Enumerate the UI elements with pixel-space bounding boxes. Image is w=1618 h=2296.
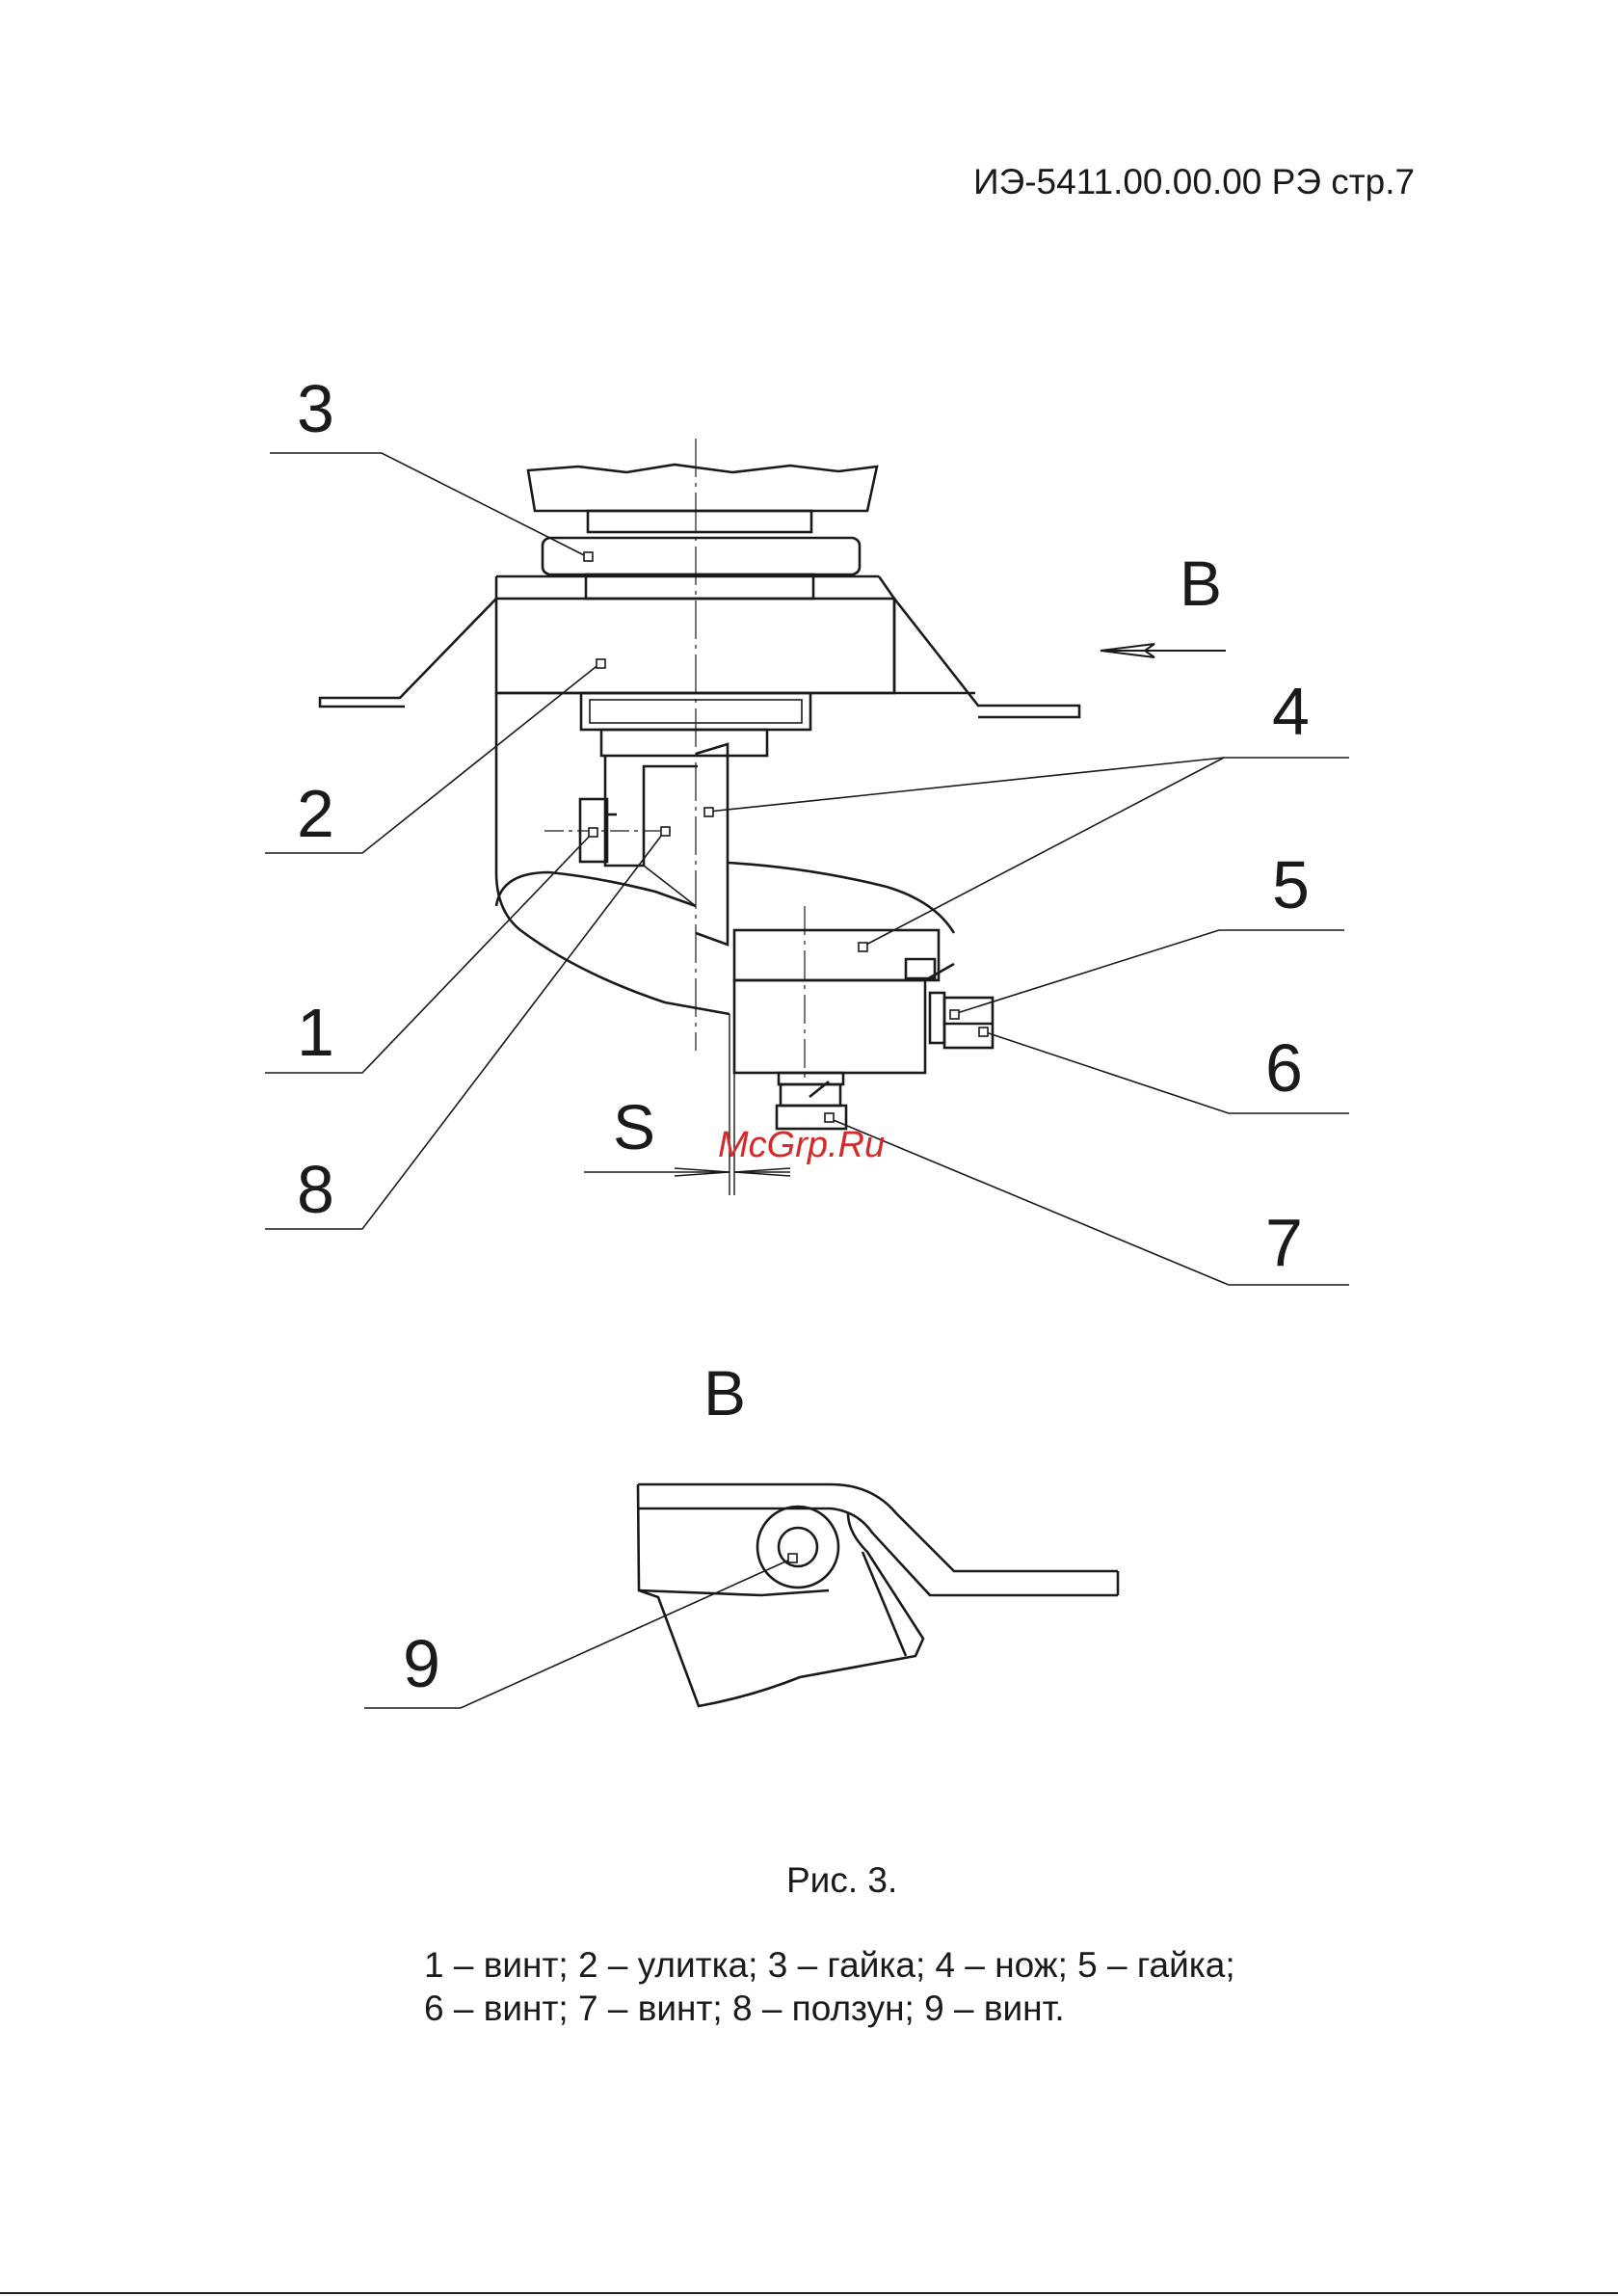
callout-9: 9 bbox=[403, 1626, 440, 1701]
callout-1: 1 bbox=[297, 995, 334, 1070]
snail-right-curve bbox=[728, 863, 954, 933]
page-bottom-rule bbox=[0, 2292, 1618, 2294]
callout-7: 7 bbox=[1265, 1205, 1303, 1280]
top-collar bbox=[588, 511, 811, 532]
right-flange bbox=[894, 599, 1079, 717]
section-blade-edge bbox=[862, 1552, 906, 1656]
legend-line-2: 6 – винт; 7 – винт; 8 – ползун; 9 – винт… bbox=[424, 1987, 1235, 2030]
holder-top bbox=[734, 930, 939, 980]
mid-collar bbox=[586, 574, 813, 599]
slider-link bbox=[644, 866, 696, 906]
marker-4a bbox=[704, 808, 713, 816]
marker-3 bbox=[584, 552, 593, 561]
leader-4b bbox=[862, 758, 1224, 947]
section-plate-bottom bbox=[638, 1508, 1118, 1595]
gap-label-s: S bbox=[613, 1091, 655, 1162]
legend-line-1: 1 – винт; 2 – улитка; 3 – гайка; 4 – нож… bbox=[424, 1943, 1235, 1987]
view-label-b: В bbox=[1180, 547, 1222, 619]
leader-5 bbox=[954, 930, 1344, 1014]
figure-caption: Рис. 3. bbox=[786, 1860, 897, 1901]
screw-9-inner bbox=[779, 1528, 817, 1566]
callout-5: 5 bbox=[1272, 847, 1310, 922]
marker-7 bbox=[825, 1113, 834, 1122]
callout-4: 4 bbox=[1272, 674, 1310, 749]
marker-2 bbox=[597, 659, 605, 668]
top-housing bbox=[528, 465, 877, 511]
shaft-collar bbox=[601, 730, 767, 756]
section-lower-edge bbox=[639, 1590, 829, 1595]
knife-4 bbox=[696, 744, 728, 945]
holder-step bbox=[906, 959, 935, 978]
marker-6 bbox=[979, 1028, 988, 1036]
figure-legend: 1 – винт; 2 – улитка; 3 – гайка; 4 – нож… bbox=[424, 1943, 1235, 2030]
section-plate-top bbox=[638, 1484, 1118, 1571]
screw-9-outer bbox=[757, 1507, 838, 1588]
marker-5 bbox=[950, 1010, 959, 1019]
callout-6: 6 bbox=[1265, 1030, 1303, 1106]
section-label-b: В bbox=[703, 1357, 746, 1428]
marker-9 bbox=[788, 1554, 797, 1562]
callout-3: 3 bbox=[297, 371, 334, 446]
marker-1 bbox=[589, 828, 597, 837]
nut-5-washer bbox=[930, 993, 944, 1043]
callout-2: 2 bbox=[297, 776, 334, 851]
marker-4b bbox=[859, 943, 867, 951]
marker-8 bbox=[661, 827, 670, 836]
left-flange bbox=[320, 599, 496, 707]
callout-8: 8 bbox=[297, 1152, 334, 1227]
screw-7-washer bbox=[779, 1073, 843, 1084]
holder-body bbox=[734, 980, 925, 1073]
leader-4a bbox=[708, 758, 1349, 812]
snail-left-wall bbox=[496, 693, 729, 1014]
watermark: McGrp.Ru bbox=[718, 1125, 885, 1165]
right-shoulder-link bbox=[879, 576, 894, 599]
